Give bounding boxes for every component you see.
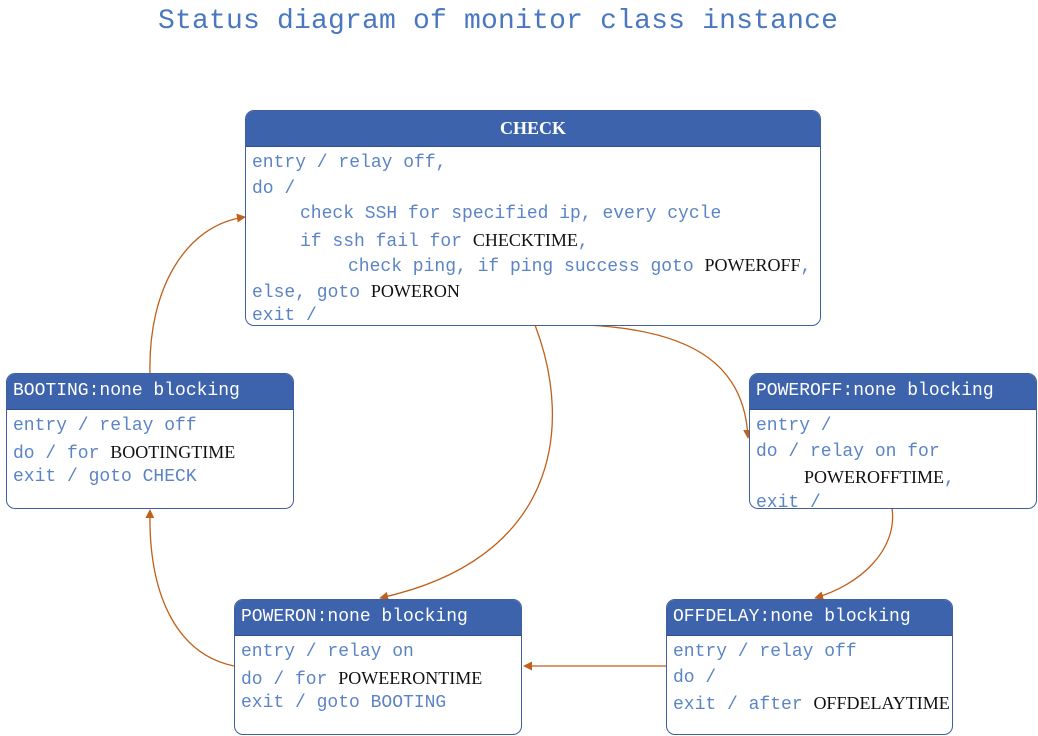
state-check-line-entry: entry / relay off, (252, 153, 447, 173)
state-booting-line-exit: exit / goto CHECK (13, 467, 197, 487)
state-poweroff-line-entry: entry / (756, 416, 832, 436)
state-check-line-else: else, goto POWERON (252, 280, 460, 303)
state-offdelay-line-exit: exit / after OFFDELAYTIME, (673, 693, 952, 715)
state-poweroff-body: entry / do / relay on for POWEROFFTIME, … (750, 410, 1036, 509)
state-poweron: POWERON:none blocking entry / relay on d… (234, 599, 522, 735)
state-check-line-do: do / (252, 178, 296, 199)
state-offdelay-line-entry: entry / relay off (673, 642, 857, 662)
state-poweroff-header: POWEROFF:none blocking (750, 374, 1036, 410)
arrow-check-to-poweroff (584, 324, 753, 439)
arrow-check-to-poweron (379, 324, 554, 601)
state-booting: BOOTING:none blocking entry / relay off … (6, 373, 294, 509)
state-offdelay-line-do: do / (673, 667, 717, 688)
state-offdelay-body: entry / relay off do / exit / after OFFD… (667, 636, 952, 717)
state-poweroff-line-do: do / relay on for (756, 441, 940, 462)
state-poweron-header: POWERON:none blocking (235, 600, 521, 636)
state-booting-body: entry / relay off do / for BOOTINGTIME e… (7, 410, 293, 491)
state-poweron-line-do: do / for POWEERONTIME (241, 667, 483, 690)
arrow-poweroff-to-offdelay (814, 507, 894, 601)
state-check-line-ssh: check SSH for specified ip, every cycle (300, 204, 722, 224)
diagram-title: Status diagram of monitor class instance (158, 6, 839, 37)
state-poweroff-line-exit: exit / (756, 492, 821, 509)
state-poweroff-line-time: POWEROFFTIME, (804, 467, 955, 489)
state-offdelay-header: OFFDELAY:none blocking (667, 600, 952, 636)
state-poweroff: POWEROFF:none blocking entry / do / rela… (749, 373, 1037, 509)
arrow-booting-to-check (149, 213, 246, 374)
state-booting-header: BOOTING:none blocking (7, 374, 293, 410)
state-check-line-ping: check ping, if ping success goto POWEROF… (348, 255, 812, 277)
state-check-body: entry / relay off, do / check SSH for sp… (246, 147, 820, 326)
state-poweron-line-exit: exit / goto BOOTING (241, 693, 447, 713)
arrow-poweron-to-booting (145, 509, 235, 667)
state-check-line-exit: exit / (252, 306, 317, 326)
state-check: CHECK entry / relay off, do / check SSH … (245, 110, 821, 326)
state-booting-line-entry: entry / relay off (13, 416, 197, 436)
state-check-line-ssh-fail: if ssh fail for CHECKTIME, (300, 229, 589, 252)
state-check-header: CHECK (246, 111, 820, 147)
state-booting-line-do: do / for BOOTINGTIME (13, 441, 236, 464)
state-poweron-body: entry / relay on do / for POWEERONTIME e… (235, 636, 521, 717)
state-poweron-line-entry: entry / relay on (241, 642, 414, 662)
state-offdelay: OFFDELAY:none blocking entry / relay off… (666, 599, 953, 735)
